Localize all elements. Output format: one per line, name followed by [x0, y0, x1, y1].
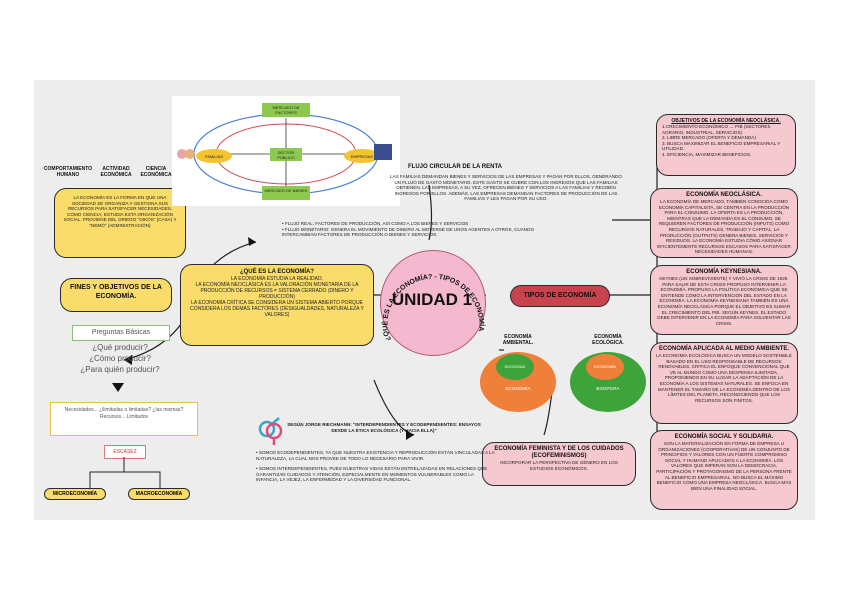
- gender-icon: [258, 417, 283, 445]
- feminista-box: ECONOMÍA FEMINISTA Y DE LOS CUIDADOS (EC…: [482, 442, 636, 486]
- center-title: UNIDAD 1: [391, 290, 473, 309]
- feminista-text: INCORPORAR LA PERSPECTIVA DE GÉNERO EN L…: [500, 460, 618, 471]
- escasez-label: ESCASEZ: [104, 445, 146, 459]
- ambiental-inner-label: SOCIEDAD: [504, 364, 526, 369]
- flow-bottom-label: MERCADO DE BIENES: [264, 188, 308, 193]
- flujo-bullet-2: • FLUJO MONETARIO: GENERA EL MOVIMIENTO …: [282, 226, 535, 238]
- label-ciencia: CIENCIA ECONÓMICA: [140, 166, 172, 178]
- label-comportamiento: COMPORTAMIENTO HUMANO: [43, 166, 93, 178]
- down-arrow-icon: [112, 383, 124, 392]
- neoclasica-obj-item-1: 1.CRECIMIENTO ECONÓMICO → PIB (SECTORES …: [662, 124, 771, 135]
- pregunta-2: ¿Cómo producir?: [89, 354, 151, 363]
- herrero-title: SEGÚN JORGE RIECHMANN: "INTERDEPENDIENTE…: [287, 422, 481, 433]
- aplicada-text: LA ECONOMÍA ECOLÓGICA BUSCA UN MODELO SO…: [656, 353, 792, 403]
- ecologica-inner-label: ECONOMÍA: [594, 364, 616, 369]
- neoclasica-obj-item-2: 2. LIBRE MERCADO (OFERTA Y DEMANDA): [662, 135, 756, 141]
- social-box: ECONOMÍA SOCIAL Y SOLIDARIA. SON LA MATE…: [650, 430, 798, 510]
- definition-box: LA ECONOMÍA ES LA FORMA EN QUE UNA SOCIE…: [54, 188, 186, 258]
- tipos-box: TIPOS DE ECONOMÍA: [510, 285, 610, 307]
- herrero-bullet-2: • SOMOS INTERDEPENDIENTES, PUES NUESTRAS…: [256, 466, 488, 483]
- circular-flow-diagram: MERCADO DE FACTORES MERCADO DE BIENES SE…: [172, 96, 400, 206]
- necesidades-box: Necesidades... ¿ilimitadas o limitadas? …: [50, 402, 198, 436]
- recursos-text: Recursos... Limitados: [99, 414, 149, 420]
- ambiental-outer-label: ECONOMÍA: [505, 386, 531, 391]
- ambiental-label: ECONOMÍA AMBIENTAL.: [502, 334, 534, 346]
- flow-right-label: EMPRESAS: [350, 154, 374, 159]
- flujo-bullets: • FLUJO REAL: FACTORES DE PRODUCCIÓN, AS…: [282, 221, 536, 238]
- preguntas-title: Preguntas Básicas: [72, 325, 170, 341]
- neoclasica-obj-box: OBJETIVOS DE LA ECONOMÍA NEOCLÁSICA. 1.C…: [656, 114, 796, 176]
- flow-center-label: SECTOR PÚBLICO: [277, 150, 295, 160]
- neoclasica-obj-item-4: 4. EFICIENCIA, MAXIMIZAR BENEFICIOS.: [662, 151, 752, 157]
- ecologica-inner-circle: [586, 354, 624, 380]
- circular-flow-svg: [177, 103, 392, 200]
- ecologica-outer-label: BIOSFERA: [596, 386, 620, 391]
- fines-title: FINES Y OBJETIVOS DE LA ECONOMÍA.: [70, 284, 162, 300]
- neoclasica-text: LA ECONOMÍA DE MERCADO, TAMBIÉN CONOCIDA…: [657, 199, 791, 255]
- ambiental-inner-circle: [496, 354, 534, 380]
- keynesiana-title: ECONOMÍA KEYNESIANA.: [686, 269, 762, 275]
- micro-box: MICROECONOMÍA: [44, 488, 106, 500]
- necesidades-text: Necesidades... ¿ilimitadas o limitadas? …: [64, 407, 184, 413]
- herrero-bullets: • SOMOS ECODEPENDIENTES, YA QUE NUESTRA …: [256, 450, 496, 483]
- preguntas-list: ¿Qué producir? ¿Cómo producir? ¿Para qui…: [64, 342, 176, 375]
- aplicada-title: ECONOMÍA APLICADA AL MEDIO AMBIENTE.: [658, 346, 790, 352]
- neoclasica-title: ECONOMÍA NEOCLÁSICA.: [686, 192, 762, 198]
- aplicada-box: ECONOMÍA APLICADA AL MEDIO AMBIENTE. LA …: [650, 342, 798, 424]
- mind-map-board: COMPORTAMIENTO HUMANO ACTIVIDAD ECONÓMIC…: [34, 80, 815, 520]
- neoclasica-obj-title: OBJETIVOS DE LA ECONOMÍA NEOCLÁSICA.: [671, 118, 781, 124]
- flujo-title: FLUJO CIRCULAR DE LA RENTA: [408, 164, 502, 170]
- flow-top-label: MERCADO DE FACTORES: [272, 105, 300, 115]
- que-es-line-2: LA ECONOMÍA NEOCLÁSICA ES LA VALORACIÓN …: [195, 282, 359, 300]
- flow-left-label: FAMILIAS: [204, 154, 223, 159]
- feminista-title: ECONOMÍA FEMINISTA Y DE LOS CUIDADOS (EC…: [494, 446, 624, 459]
- social-text: SON LA MATERIALIZACIÓN EN FORMA DE EMPRE…: [656, 441, 792, 491]
- macro-box: MACROECONOMÍA: [128, 488, 190, 500]
- pregunta-1: ¿Qué producir?: [92, 343, 148, 352]
- definition-text: LA ECONOMÍA ES LA FORMA EN QUE UNA SOCIE…: [63, 195, 177, 228]
- flujo-bullet-1: • FLUJO REAL: FACTORES DE PRODUCCIÓN, AS…: [282, 221, 469, 226]
- que-es-box: ¿QUÉ ES LA ECONOMÍA? LA ECONOMÍA ESTUDIA…: [180, 264, 374, 346]
- center-circle: [380, 250, 486, 356]
- que-es-line-3: LA ECONOMÍA CRÍTICA SE CONSIDERA UN SIST…: [190, 300, 364, 318]
- neoclasica-obj-item-3: 3. BUSCA MAXIMIZAR EL BENEFICIO EMPRESAR…: [662, 140, 781, 152]
- keynesiana-text: KEYNES (UN SOBREVIVIENTE) Y VIVIÓ LA CRI…: [657, 276, 791, 326]
- que-es-line-1: LA ECONOMÍA ESTUDIA LA REALIDAD.: [231, 276, 323, 282]
- que-es-title: ¿QUÉ ES LA ECONOMÍA?: [239, 269, 315, 275]
- flujo-text: LAS FAMILIAS DEMANDAN BIENES Y SERVICIOS…: [390, 174, 622, 202]
- herrero-bullet-1: • SOMOS ECODEPENDIENTES, YA QUE NUESTRA …: [256, 450, 495, 461]
- ecologica-label: ECONOMÍA ECOLÓGICA.: [592, 334, 624, 346]
- pregunta-3: ¿Para quién producir?: [80, 365, 160, 374]
- neoclasica-box: ECONOMÍA NEOCLÁSICA. LA ECONOMÍA DE MERC…: [650, 188, 798, 258]
- label-actividad: ACTIVIDAD ECONÓMICA: [100, 166, 132, 178]
- keynesiana-box: ECONOMÍA KEYNESIANA. KEYNES (UN SOBREVIV…: [650, 265, 798, 335]
- fines-box: FINES Y OBJETIVOS DE LA ECONOMÍA.: [60, 278, 172, 312]
- social-title: ECONOMÍA SOCIAL Y SOLIDARIA.: [674, 434, 774, 440]
